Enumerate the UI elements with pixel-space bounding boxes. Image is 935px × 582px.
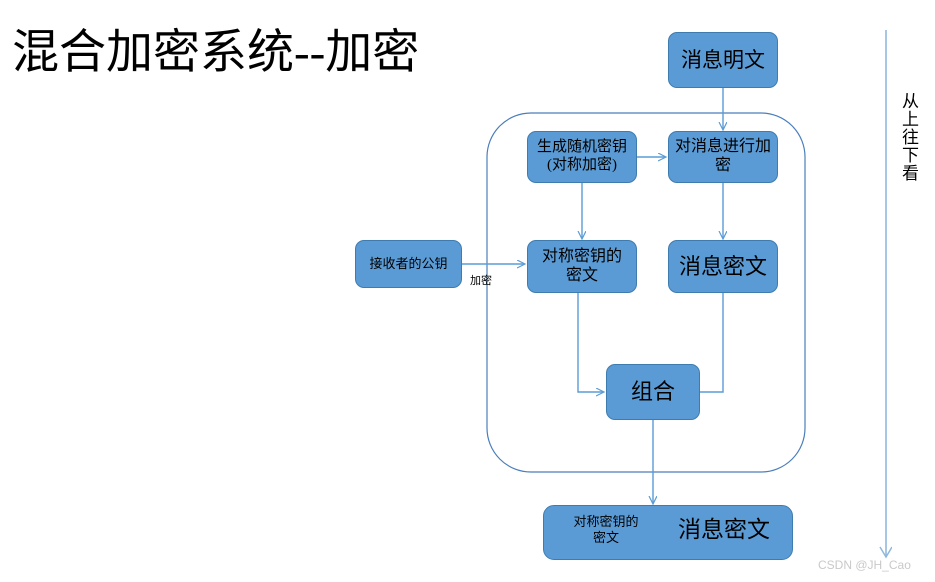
reading-direction-note: 从上往下看 xyxy=(899,92,918,182)
node-encrypt-message-label: 对消息进行加密 xyxy=(674,138,771,174)
node-combine[interactable]: 组合 xyxy=(606,364,700,420)
node-receiver-public-key-label: 接收者的公钥 xyxy=(369,256,448,272)
node-generate-key[interactable]: 生成随机密钥 (对称加密) xyxy=(527,131,637,183)
node-message-cipher-label: 消息密文 xyxy=(678,253,767,279)
node-output-right-label: 消息密文 xyxy=(678,517,770,542)
page-title: 混合加密系统--加密 xyxy=(12,27,420,79)
edge-label-encrypt: 加密 xyxy=(470,275,492,287)
node-generate-key-label: 生成随机密钥 (对称加密) xyxy=(536,139,627,173)
edge-keycipher-to-combine xyxy=(577,293,603,392)
node-output-packet[interactable]: 对称密钥的 密文 消息密文 xyxy=(543,505,793,560)
node-encrypt-message[interactable]: 对消息进行加密 xyxy=(668,131,778,183)
edge-msgcipher-to-combine xyxy=(700,293,724,393)
watermark: CSDN @JH_Cao xyxy=(818,558,911,572)
node-plaintext-label: 消息明文 xyxy=(681,47,765,72)
node-symmetric-key-cipher-label: 对称密钥的 密文 xyxy=(541,247,622,284)
node-symmetric-key-cipher[interactable]: 对称密钥的 密文 xyxy=(527,240,637,293)
node-receiver-public-key[interactable]: 接收者的公钥 xyxy=(355,240,462,288)
node-output-left-label: 对称密钥的 密文 xyxy=(573,514,639,545)
node-message-cipher[interactable]: 消息密文 xyxy=(668,240,778,293)
node-combine-label: 组合 xyxy=(630,379,675,405)
node-plaintext[interactable]: 消息明文 xyxy=(668,32,778,88)
